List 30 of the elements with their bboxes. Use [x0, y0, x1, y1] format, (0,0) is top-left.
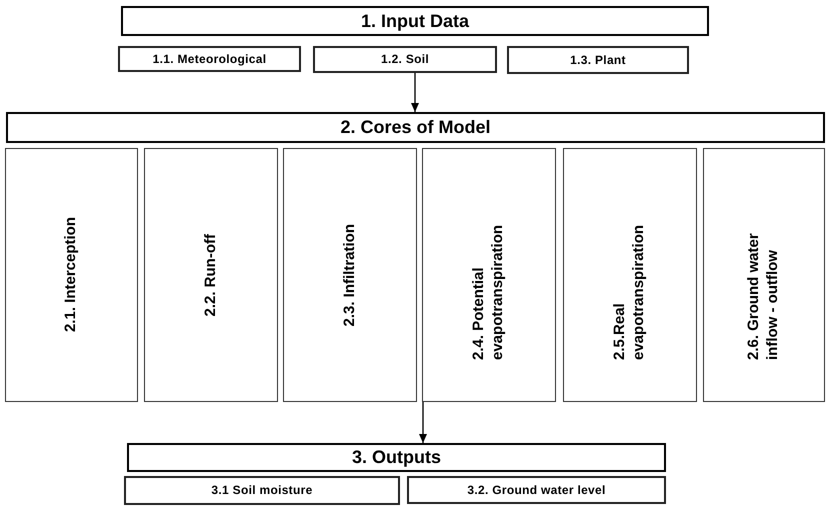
process-box	[283, 148, 417, 402]
box-label: 3. Outputs	[352, 446, 441, 469]
box-label: 2. Cores of Model	[340, 116, 491, 139]
box-label: 1.3. Plant	[570, 52, 626, 68]
arrow	[411, 73, 419, 112]
process-label: 2.3. Infiltration	[340, 224, 359, 326]
label-box	[118, 46, 301, 72]
process-box	[5, 148, 138, 402]
process-label: 2.1. Interception	[62, 217, 80, 333]
box-label: 3.1 Soil moisture	[211, 483, 313, 498]
arrow	[419, 402, 427, 443]
process-box	[144, 148, 278, 402]
process-box	[563, 148, 697, 402]
label-box	[127, 443, 666, 472]
label-box	[121, 6, 709, 36]
label-box	[407, 476, 666, 504]
process-label: 2.6. Ground water inflow - outflow	[745, 232, 782, 360]
box-label: 1.2. Soil	[380, 52, 430, 67]
process-label: 2.5.Real evapotranspiration	[611, 224, 648, 360]
box-label: 1. Input Data	[360, 10, 469, 32]
label-box	[313, 46, 497, 73]
box-label: 3.2. Ground water level	[467, 482, 606, 498]
process-box	[703, 148, 825, 402]
process-box	[422, 148, 556, 402]
process-label: 2.2. Run-off	[202, 234, 220, 316]
label-box	[507, 46, 689, 74]
label-box	[6, 112, 825, 143]
label-box	[124, 476, 400, 505]
box-label: 1.1. Meteorological	[152, 52, 266, 66]
process-label: 2.4. Potential evapotranspiration	[470, 224, 507, 360]
